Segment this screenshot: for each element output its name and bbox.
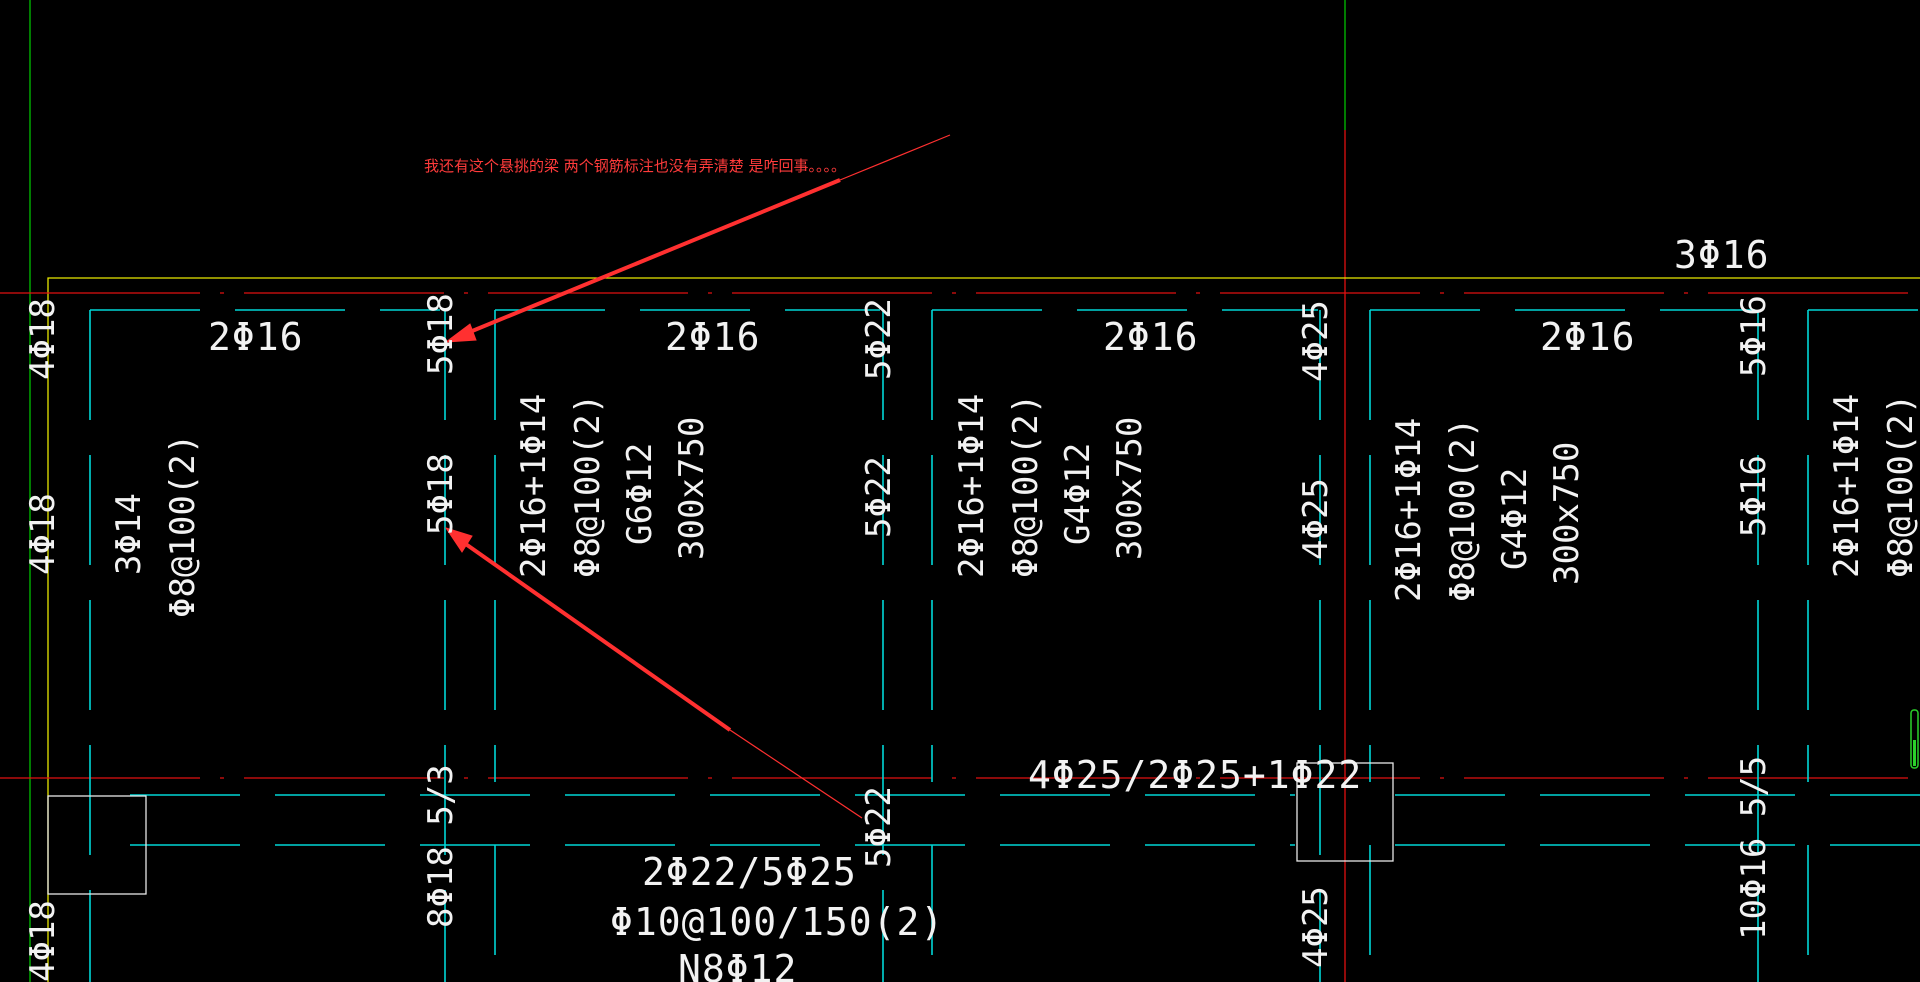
label-c2-8phi18: 8Φ18 5/3 <box>421 764 461 928</box>
annotation-note: 我还有这个悬挑的梁 两个钢筋标注也没有弄清楚 是咋回事。。。。 <box>424 157 846 175</box>
label-span2-a: 2Φ16+1Φ14 <box>514 394 554 578</box>
label-c2-5phi18-top: 5Φ18 <box>421 293 461 375</box>
label-bottom-beam-c: N8Φ12 <box>678 947 797 982</box>
label-span5-a: 2Φ16+1Φ14 <box>1827 394 1867 578</box>
annotation-arrow-bottom <box>444 527 863 819</box>
label-c5-5phi16-top: 5Φ16 <box>1734 295 1774 377</box>
label-span4-b: Φ8@100(2) <box>1443 418 1483 602</box>
label-bottom-beam-a: 2Φ22/5Φ25 <box>642 850 857 894</box>
label-span1-b: Φ8@100(2) <box>163 434 203 618</box>
label-c3-5phi22-bot: 5Φ22 <box>859 786 899 868</box>
label-2phi16-span4: 2Φ16 <box>1540 315 1636 359</box>
column-left <box>47 795 147 895</box>
label-c5-10phi16: 10Φ16 5/5 <box>1734 756 1774 940</box>
label-c4-4phi25-bot: 4Φ25 <box>1296 886 1336 968</box>
label-span3-a: 2Φ16+1Φ14 <box>952 394 992 578</box>
label-2phi16-span1: 2Φ16 <box>208 315 304 359</box>
label-c1-4phi18-bot: 4Φ18 <box>23 900 63 982</box>
label-span5-b: Φ8@100(2) <box>1881 394 1920 578</box>
label-c1-4phi18-top: 4Φ18 <box>23 298 63 380</box>
label-c3-5phi22-mid: 5Φ22 <box>859 456 899 538</box>
label-c4-4phi25-mid: 4Φ25 <box>1296 478 1336 560</box>
label-2phi16-span3: 2Φ16 <box>1103 315 1199 359</box>
label-c5-5phi16-mid: 5Φ16 <box>1734 455 1774 537</box>
label-bottom-beam-top: 4Φ25/2Φ25+1Φ22 <box>1028 753 1362 797</box>
label-span1-a: 3Φ14 <box>109 493 149 575</box>
slab-edge-line <box>47 277 1920 982</box>
label-span2-c: G6Φ12 <box>620 443 660 545</box>
column-center <box>1296 762 1394 862</box>
scrollbar-thumb[interactable] <box>1910 709 1919 769</box>
label-span4-a: 2Φ16+1Φ14 <box>1389 418 1429 602</box>
label-span3-d: 300x750 <box>1110 417 1150 560</box>
label-span3-c: G4Φ12 <box>1058 443 1098 545</box>
label-span2-d: 300x750 <box>672 417 712 560</box>
label-span4-d: 300x750 <box>1547 442 1587 585</box>
label-c4-4phi25-top: 4Φ25 <box>1296 300 1336 382</box>
label-span3-b: Φ8@100(2) <box>1006 394 1046 578</box>
label-span2-b: Φ8@100(2) <box>568 394 608 578</box>
label-span4-c: G4Φ12 <box>1495 468 1535 570</box>
label-c2-5phi18-mid: 5Φ18 <box>421 453 461 535</box>
label-c1-4phi18-mid: 4Φ18 <box>23 493 63 575</box>
annotation-arrow-top <box>444 134 951 343</box>
label-2phi16-span2: 2Φ16 <box>665 315 761 359</box>
beam-outlines <box>89 309 1920 982</box>
label-bottom-beam-b: Φ10@100/150(2) <box>610 900 944 944</box>
label-c3-5phi22-top: 5Φ22 <box>859 298 899 380</box>
label-3phi16-top: 3Φ16 <box>1674 233 1770 277</box>
